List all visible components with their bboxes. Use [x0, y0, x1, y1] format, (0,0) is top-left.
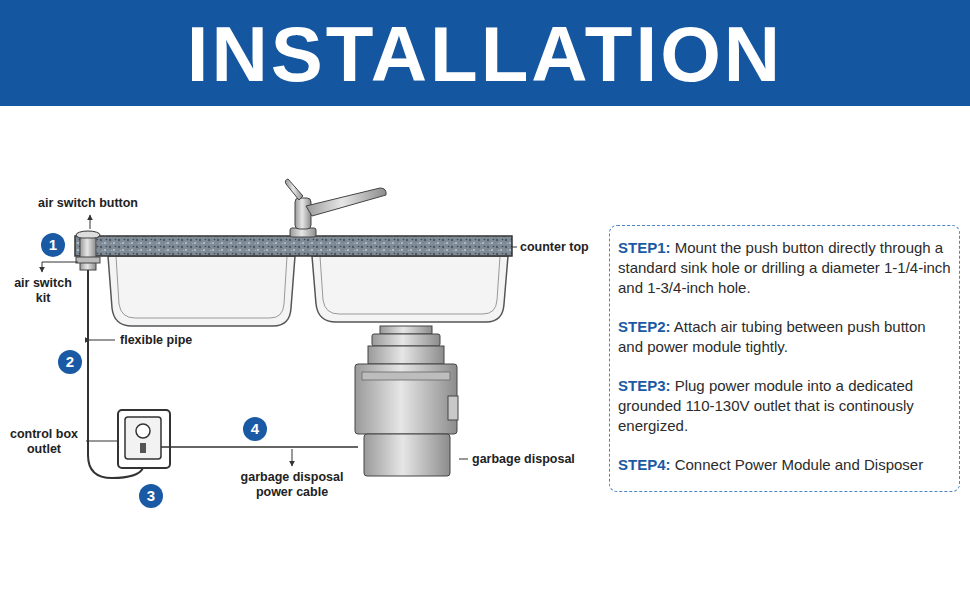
page-title: INSTALLATION [0, 12, 970, 96]
part-label: air switch kit [12, 276, 74, 306]
part-label: garbage disposal power cable [232, 470, 352, 500]
step-paragraph: STEP4: Connect Power Module and Disposer [618, 455, 951, 475]
step-text: Connect Power Module and Disposer [675, 456, 923, 473]
part-label: counter top [520, 240, 589, 255]
step-paragraph: STEP2: Attach air tubing between push bu… [618, 317, 951, 357]
step-heading: STEP1: [618, 239, 671, 256]
step-heading: STEP4: [618, 456, 671, 473]
step-paragraph: STEP3: Plug power module into a dedicate… [618, 376, 951, 436]
callout-number: 3 [139, 484, 163, 508]
instruction-box: STEP1: Mount the push button directly th… [609, 225, 960, 492]
part-label: flexible pipe [120, 333, 192, 348]
step-heading: STEP2: [618, 318, 671, 335]
callout-digit: 1 [49, 236, 57, 253]
callout-digit: 2 [66, 353, 74, 370]
step-paragraph: STEP1: Mount the push button directly th… [618, 238, 951, 298]
part-label: garbage disposal [472, 452, 575, 467]
part-label: air switch button [38, 196, 138, 211]
callout-digit: 4 [251, 420, 259, 437]
callout-digit: 3 [147, 487, 155, 504]
step-heading: STEP3: [618, 377, 671, 394]
callout-number: 2 [58, 350, 82, 374]
callout-number: 1 [41, 233, 65, 257]
part-label: control box outlet [6, 427, 82, 457]
callout-number: 4 [243, 417, 267, 441]
